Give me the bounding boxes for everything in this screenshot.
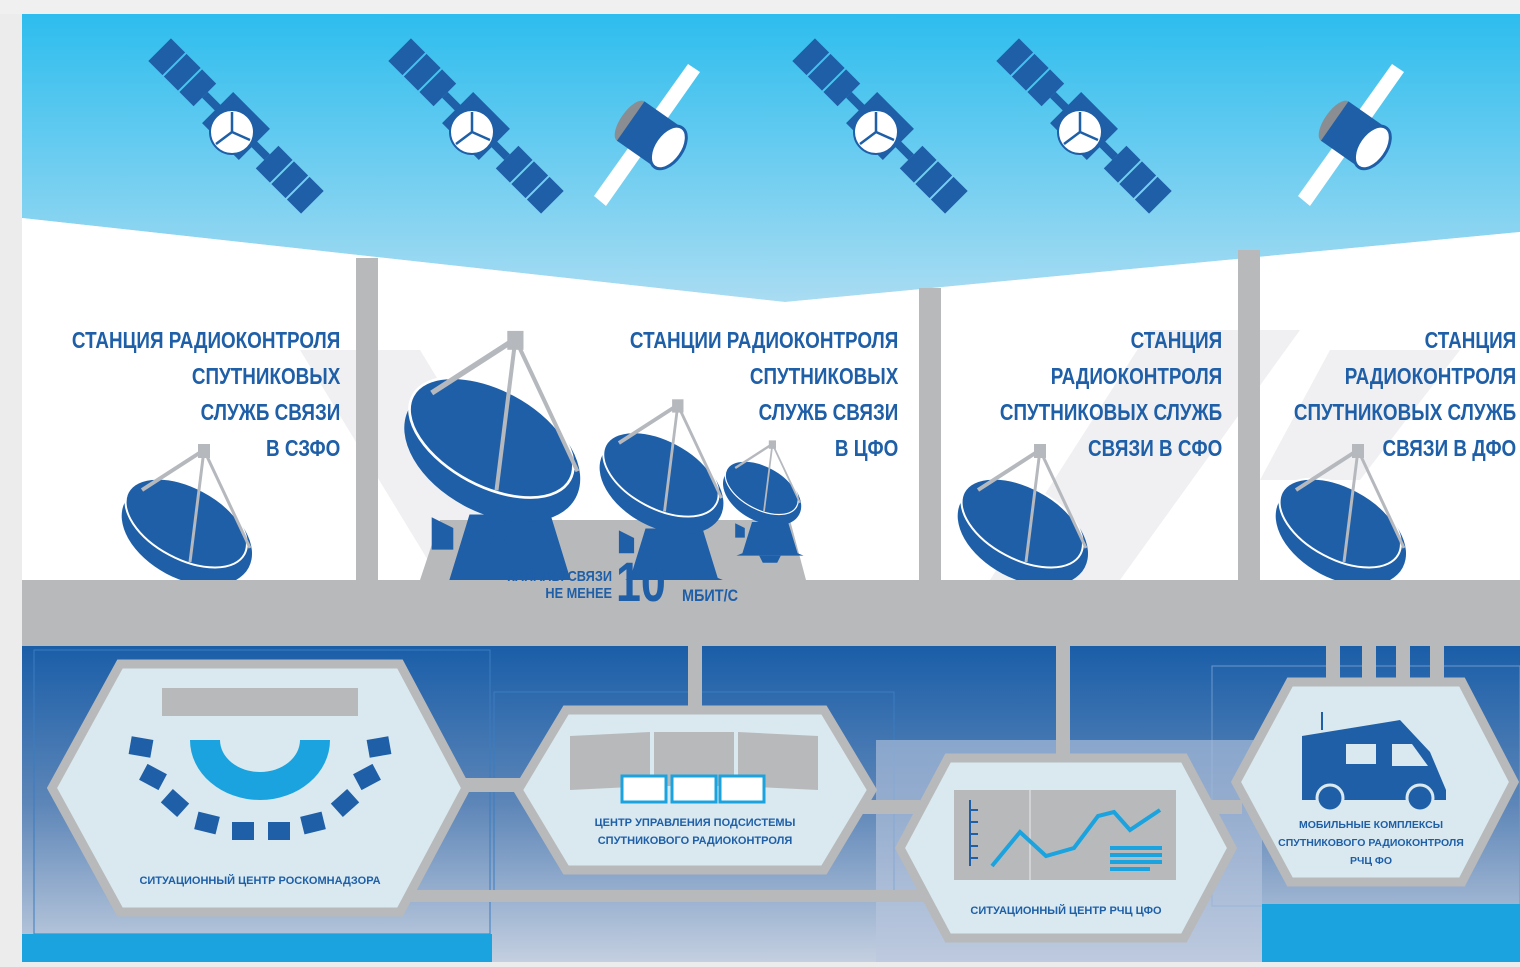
connector-post [1430, 640, 1444, 686]
desk-icon [190, 740, 330, 800]
screen-icon [162, 688, 358, 716]
station-label-line: СТАНЦИЯ [1130, 327, 1222, 353]
station-label-line: СПУТНИКОВЫХ СЛУЖБ [1293, 399, 1516, 425]
station-label-line: СПУТНИКОВЫХ [749, 363, 898, 389]
situation-center-label: СИТУАЦИОННЫЙ ЦЕНТР РОСКОМНАДЗОРА [100, 872, 420, 890]
channels-line1: КАНАЛЫ СВЯЗИ [507, 568, 612, 585]
channels-value: 10 [616, 550, 666, 613]
hex-label-line: СИТУАЦИОННЫЙ ЦЕНТР РЧЦ ЦФО [970, 905, 1162, 917]
decor-band [1262, 904, 1520, 962]
station-label-dfo: СТАНЦИЯ РАДИОКОНТРОЛЯ СПУТНИКОВЫХ СЛУЖБ … [1294, 322, 1516, 466]
station-label-line: В СЗФО [265, 435, 340, 461]
station-label-line: В ЦФО [834, 435, 898, 461]
video-wall-icon [570, 732, 818, 804]
station-label-line: СТАНЦИИ РАДИОКОНТРОЛЯ [629, 327, 898, 353]
station-label-line: СТАНЦИЯ РАДИОКОНТРОЛЯ [71, 327, 340, 353]
uplink-triangle-icon [486, 528, 510, 550]
top-strip [0, 0, 1520, 14]
connector-post [1238, 250, 1260, 588]
station-label-line: СПУТНИКОВЫХ [191, 363, 340, 389]
station-label-line: СВЯЗИ В СФО [1087, 435, 1222, 461]
connector-post [1056, 640, 1070, 758]
channels-unit: МБИТ/С [682, 586, 739, 605]
decor-band [22, 934, 492, 962]
connector-link [460, 778, 530, 792]
mobile-van-icon [1302, 712, 1446, 813]
station-label-line: РАДИОКОНТРОЛЯ [1050, 363, 1222, 389]
chart-board-icon [954, 790, 1176, 880]
channels-line2: НЕ МЕНЕЕ [545, 585, 612, 602]
hex-label-line: СПУТНИКОВОГО РАДИОКОНТРОЛЯ [597, 835, 793, 847]
uplink-triangle-icon [646, 528, 670, 550]
connector-post [1396, 640, 1410, 686]
connector-link [860, 800, 920, 814]
connector-post [1362, 640, 1376, 686]
station-label-line: СПУТНИКОВЫХ СЛУЖБ [999, 399, 1222, 425]
control-center-label: ЦЕНТР УПРАВЛЕНИЯ ПОДСИСТЕМЫ СПУТНИКОВОГО… [545, 814, 845, 850]
station-label-line: СЛУЖБ СВЯЗИ [200, 399, 340, 425]
regional-center-label: СИТУАЦИОННЫЙ ЦЕНТР РЧЦ ЦФО [916, 902, 1216, 920]
station-label-szfo: СТАНЦИЯ РАДИОКОНТРОЛЯ СПУТНИКОВЫХ СЛУЖБ … [72, 322, 340, 466]
connector-post [1326, 640, 1340, 686]
connector-post [919, 288, 941, 588]
connector-post [688, 640, 702, 710]
station-label-sfo: СТАНЦИЯ РАДИОКОНТРОЛЯ СПУТНИКОВЫХ СЛУЖБ … [1000, 322, 1222, 466]
station-label-line: СТАНЦИЯ [1424, 327, 1516, 353]
communication-bus [22, 580, 1520, 646]
station-label-line: СЛУЖБ СВЯЗИ [758, 399, 898, 425]
seats-icon [128, 736, 392, 840]
watermark-shape [1260, 350, 1460, 480]
hex-label-line: МОБИЛЬНЫЕ КОМПЛЕКСЫ [1298, 819, 1444, 831]
hex-label-line: СИТУАЦИОННЫЙ ЦЕНТР РОСКОМНАДЗОРА [139, 875, 381, 887]
station-label-line: СВЯЗИ В ДФО [1382, 435, 1516, 461]
hex-label-line: РЧЦ ФО [1349, 855, 1393, 867]
connector-post [356, 258, 378, 588]
connector-link [200, 890, 1080, 902]
sky-banner [22, 14, 1520, 302]
station-label-line: РАДИОКОНТРОЛЯ [1344, 363, 1516, 389]
mobile-complexes-label: МОБИЛЬНЫЕ КОМПЛЕКСЫ СПУТНИКОВОГО РАДИОКО… [1236, 816, 1506, 870]
channels-caption: КАНАЛЫ СВЯЗИ НЕ МЕНЕЕ [502, 568, 612, 602]
hex-label-line: СПУТНИКОВОГО РАДИОКОНТРОЛЯ [1278, 837, 1464, 849]
uplink-triangle-icon [748, 528, 772, 550]
station-label-cfo: СТАНЦИИ РАДИОКОНТРОЛЯ СПУТНИКОВЫХ СЛУЖБ … [630, 322, 898, 466]
hex-label-line: ЦЕНТР УПРАВЛЕНИЯ ПОДСИСТЕМЫ [594, 817, 796, 829]
